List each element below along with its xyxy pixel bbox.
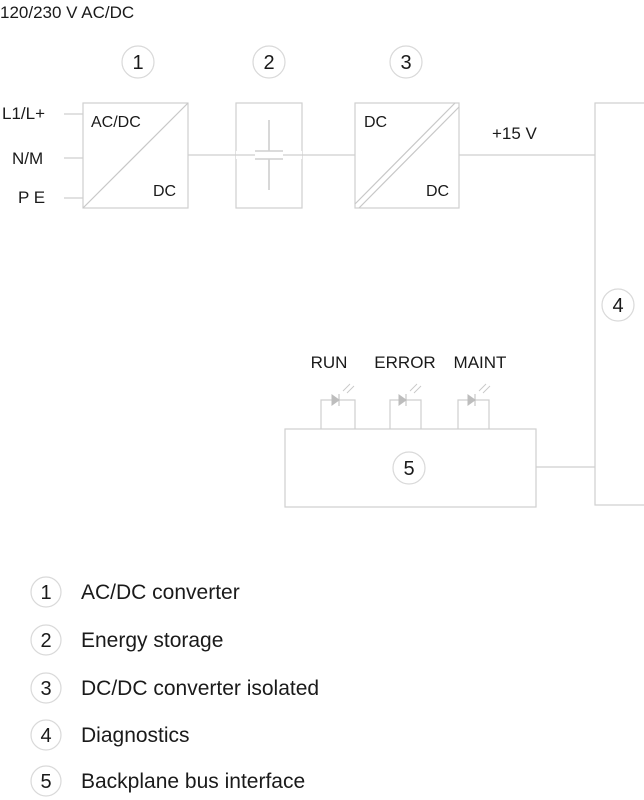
legend-text-2: Energy storage (81, 629, 223, 652)
led-run-icon (320, 383, 356, 429)
legend-number-2: 2 (40, 630, 51, 652)
block-5-number: 5 (403, 458, 414, 480)
input-label-l1: L1/L+ (2, 104, 45, 123)
block-1-number: 1 (132, 52, 143, 74)
legend-item-4: 4 Diagnostics (30, 719, 190, 751)
led-label-maint: MAINT (454, 353, 507, 372)
led-label-error: ERROR (374, 353, 435, 372)
block-2-number: 2 (263, 52, 274, 74)
legend-item-3: 3 DC/DC converter isolated (30, 672, 319, 704)
legend-number-3: 3 (40, 678, 51, 700)
led-maint-icon (457, 383, 491, 429)
legend-number-4: 4 (40, 725, 51, 747)
block-2-number-badge: 2 (252, 45, 286, 79)
legend: 1 AC/DC converter 2 Energy storage 3 DC/… (30, 576, 319, 797)
input-label-n: N/M (12, 149, 43, 168)
block-3-number: 3 (400, 52, 411, 74)
block-1-ac-dc-converter: AC/DC DC (82, 102, 189, 209)
legend-item-2: 2 Energy storage (30, 624, 223, 656)
block-1-top-label: AC/DC (91, 114, 141, 131)
block-4-number: 4 (612, 295, 623, 317)
voltage-label: +15 V (492, 124, 538, 143)
block-1-number-badge: 1 (121, 45, 155, 79)
legend-text-3: DC/DC converter isolated (81, 677, 319, 700)
legend-text-4: Diagnostics (81, 724, 190, 747)
input-label-pe: P E (18, 188, 45, 207)
block-4-diagnostics: 4 (594, 102, 644, 506)
supply-label: 120/230 V AC/DC (0, 3, 134, 22)
led-label-run: RUN (311, 353, 348, 372)
legend-item-1: 1 AC/DC converter (30, 576, 240, 608)
legend-number-5: 5 (40, 771, 51, 793)
legend-number-1: 1 (40, 582, 51, 604)
block-3-dc-dc-converter: DC DC (354, 102, 460, 209)
legend-text-5: Backplane bus interface (81, 770, 305, 793)
led-error-icon (389, 383, 422, 429)
legend-item-5: 5 Backplane bus interface (30, 765, 305, 797)
block-5-backplane-bus-interface: 5 (284, 428, 537, 508)
block-3-top-label: DC (364, 114, 387, 131)
block-3-number-badge: 3 (389, 45, 423, 79)
block-3-bottom-label: DC (426, 183, 449, 200)
block-1-bottom-label: DC (153, 183, 176, 200)
legend-text-1: AC/DC converter (81, 581, 240, 604)
block-2-energy-storage (235, 102, 303, 209)
